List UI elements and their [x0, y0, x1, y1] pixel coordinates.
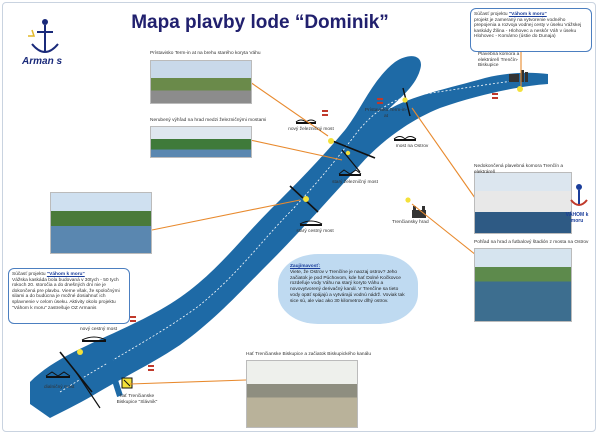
vahom-logo-text: VÁHOM k moru [565, 212, 589, 224]
photo6-caption: Pohľad na hrad a futbalový štadión z mos… [474, 240, 589, 245]
photo-plavebna-komora [474, 172, 572, 234]
boat-route [59, 79, 521, 393]
armanis-logo-icon [28, 19, 59, 53]
bridge-icon [338, 169, 362, 176]
bridge-sign [148, 365, 154, 371]
label-plavebna-komora: Plavebná komora a elektráreň Trenčín-Bis… [478, 52, 520, 69]
label-stary-cestny-most: starý cestný most [296, 229, 334, 234]
marker-novy-cestny-most [77, 349, 83, 355]
bridge-icon [295, 119, 317, 124]
bridge-novy-zeleznicny-most [329, 139, 376, 159]
photo-hrad-zeleznicne-mosty [150, 126, 252, 158]
arrow-photo6 [411, 203, 477, 256]
label-novy-zeleznicny-most: nový železničný most [288, 127, 334, 132]
bridge-sign [377, 98, 383, 104]
bridge-dialnicny-most [75, 371, 101, 409]
fun-fact-text: Viete, že Ostrov v Trenčíne je naozaj os… [290, 269, 405, 304]
info-box-top-right: Súčasť projektu "Váhom k moru" projekt j… [470, 8, 592, 52]
photo-hat-biskupice [246, 360, 358, 428]
marker-plavebna-komora [517, 86, 523, 92]
label-pristavisko: Prístavisko Term-in-at [364, 108, 408, 119]
marker-trenciansky-hrad [405, 197, 411, 203]
map-frame [2, 2, 596, 432]
castle-icon [412, 206, 426, 218]
photo5-caption: Nedokončená plavebná komora Trenčín a el… [474, 164, 564, 175]
info-box-top-right-text: Súčasť projektu "Váhom k moru" projekt j… [474, 12, 582, 40]
biskupice-canal [107, 359, 123, 397]
label-most-na-ostrov: most na Ostrov [395, 144, 429, 149]
info-box-left-text: Súčasť projektu "Váhom k moru" Vážska ka… [12, 272, 120, 311]
bridge-icon [81, 336, 107, 342]
label-novy-cestny-most: nový cestný most [80, 327, 118, 332]
marker-most-na-ostrov [402, 97, 408, 103]
label-hat: hať Trenčianske Biskupice "Slávnik" [116, 394, 158, 405]
marker-pristavisko [328, 138, 334, 144]
label-trenciansky-hrad: Trenčiansky hrad [392, 220, 429, 225]
power-plant-icon [509, 70, 528, 82]
brand-name: Arman s [22, 56, 63, 67]
photo2-caption: Nerubený výhľad na hrad medzi železničný… [150, 118, 267, 123]
photo1-caption: Prístavisko Term-in at na brehu starého … [150, 51, 261, 56]
bridge-stary-zeleznicny-most [341, 149, 361, 173]
link-vahom-k-moru[interactable]: "Váhom k moru" [508, 12, 547, 17]
info-box-left: Súčasť projektu "Váhom k moru" Vážska ka… [8, 268, 130, 324]
marker-stary-cestny-most [303, 196, 309, 202]
bridge-sign [322, 110, 328, 116]
vahom-logo-icon [570, 184, 588, 206]
river-vah [30, 56, 548, 418]
bridge-icon [299, 220, 323, 226]
photo-hrad-stadion [474, 248, 572, 322]
label-stary-zeleznicny-most: starý železničný most [332, 180, 378, 185]
bridge-sign [130, 316, 136, 322]
arrow-photo3 [151, 199, 301, 231]
marker-novy-zeleznicny-most [345, 150, 351, 156]
photo7-caption: Hať Trenčianske Biskupice a začiatok Bis… [246, 352, 371, 357]
bridge-sign [492, 93, 498, 99]
arrow-photo7 [129, 379, 247, 385]
fun-fact-bubble: Zaujímavosť: Viete, že Ostrov v Trenčíne… [278, 254, 418, 324]
bridge-icon [45, 371, 71, 378]
photo-river-island [50, 192, 152, 254]
photo-pristavisko [150, 60, 252, 104]
bridge-icon [393, 136, 417, 141]
arrow-photo2 [249, 139, 343, 161]
link-vahom-k-moru-left[interactable]: "Váhom k moru" [46, 272, 85, 277]
arrow-photo1 [249, 81, 329, 137]
page-title: Mapa plavby lode “Dominik” [131, 12, 389, 33]
weir-icon [121, 377, 133, 389]
fun-fact-heading: Zaujímavosť: [290, 264, 321, 269]
arrow-photo5 [411, 107, 476, 199]
label-dialnicny-most: dialničný most [44, 385, 75, 390]
